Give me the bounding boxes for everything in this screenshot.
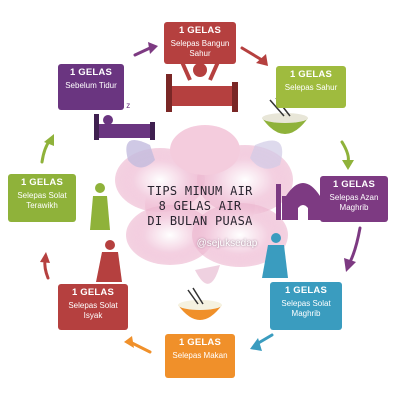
headline-line-3: DI BULAN PUASA bbox=[147, 214, 253, 228]
flower-illustration bbox=[115, 125, 293, 284]
watermark: @sejuksedap bbox=[196, 238, 258, 249]
arrow-8-head-icon bbox=[148, 42, 158, 54]
svg-text:z z: z z bbox=[120, 101, 130, 110]
arrow-7-head-icon bbox=[44, 134, 54, 146]
card-timing: Selepas Makan bbox=[172, 351, 228, 360]
card-amount: 1 GELAS bbox=[20, 177, 64, 188]
card-timing: Selepas Azan Maghrib bbox=[329, 193, 379, 212]
arrow-3-icon bbox=[348, 226, 362, 264]
arrow-3-head-icon bbox=[344, 258, 356, 272]
praying-person-blue-illustration bbox=[262, 233, 288, 278]
card-after-sahur: 1 GELAS Selepas Sahur bbox=[276, 66, 346, 108]
card-after-azan-maghrib: 1 GELAS Selepas Azan Maghrib bbox=[320, 176, 388, 222]
arrow-1-icon bbox=[240, 46, 264, 62]
arrow-6-head-icon bbox=[40, 252, 50, 263]
card-timing: Selepas Bangun Sahur bbox=[170, 39, 230, 58]
card-amount: 1 GELAS bbox=[332, 179, 376, 190]
card-amount: 1 GELAS bbox=[178, 337, 222, 348]
rice-bowl-illustration bbox=[262, 97, 308, 134]
card-amount: 1 GELAS bbox=[289, 69, 333, 80]
card-after-terawikh: 1 GELAS Selepas Solat Terawikh bbox=[8, 174, 76, 222]
headline-line-1: TIPS MINUM AIR bbox=[147, 184, 253, 198]
arrow-8-icon bbox=[133, 46, 152, 57]
card-timing: Selepas Solat Terawikh bbox=[17, 191, 67, 210]
card-amount: 1 GELAS bbox=[69, 67, 113, 78]
card-amount: 1 GELAS bbox=[284, 285, 328, 296]
meal-bowl-illustration bbox=[178, 287, 222, 320]
headline-line-2: 8 GELAS AIR bbox=[158, 199, 242, 213]
arrow-4-head-icon bbox=[250, 338, 262, 351]
card-timing: Sebelum Tidur bbox=[65, 81, 117, 90]
card-amount: 1 GELAS bbox=[178, 25, 222, 36]
waking-person-illustration bbox=[166, 61, 238, 112]
arrow-1-head-icon bbox=[256, 54, 268, 66]
praying-person-red-illustration bbox=[96, 240, 122, 282]
card-after-wake-sahur: 1 GELAS Selepas Bangun Sahur bbox=[164, 22, 236, 64]
card-after-solat-maghrib: 1 GELAS Selepas Solat Maghrib bbox=[270, 282, 342, 330]
card-before-sleep: 1 GELAS Sebelum Tidur bbox=[58, 64, 124, 110]
card-amount: 1 GELAS bbox=[71, 287, 115, 298]
praying-person-green-illustration bbox=[90, 183, 110, 230]
arrow-2-icon bbox=[340, 140, 350, 164]
card-timing: Selepas Sahur bbox=[284, 83, 338, 92]
arrow-5-head-icon bbox=[124, 336, 134, 348]
sleeping-person-illustration: z z bbox=[94, 101, 155, 140]
card-timing: Selepas Solat Isyak bbox=[68, 301, 118, 320]
card-after-meal: 1 GELAS Selepas Makan bbox=[165, 334, 235, 378]
card-after-solat-isyak: 1 GELAS Selepas Solat Isyak bbox=[58, 284, 128, 330]
card-timing: Selepas Solat Maghrib bbox=[281, 299, 331, 318]
arrow-2-head-icon bbox=[342, 160, 354, 170]
